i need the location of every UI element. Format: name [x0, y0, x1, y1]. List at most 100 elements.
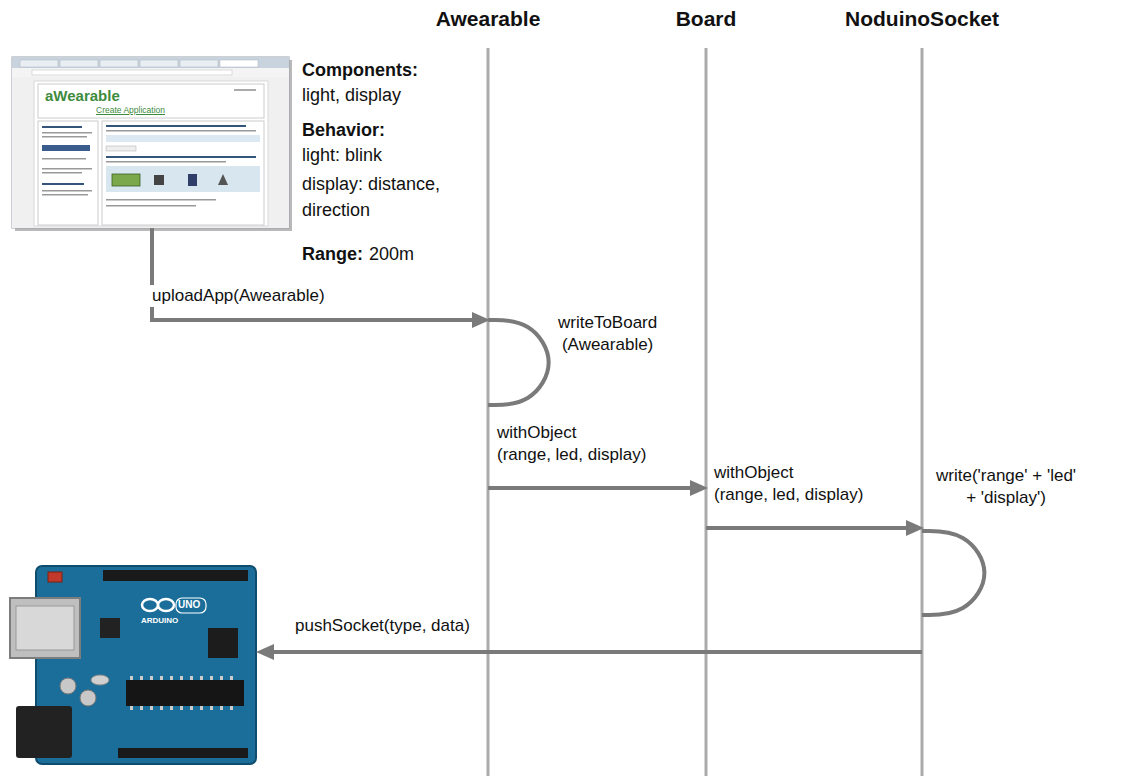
arduino-board-part-part — [220, 676, 223, 680]
arduino-board-part-part — [140, 676, 143, 680]
arduino-board-part — [91, 675, 109, 685]
arduino-board-part-part — [180, 706, 183, 710]
browser-screenshot-part — [140, 60, 178, 67]
arduino-board-part-part — [210, 676, 213, 680]
browser-screenshot-part — [220, 60, 258, 67]
self-message — [488, 320, 549, 405]
browser-screenshot-part — [42, 183, 84, 185]
arduino-logo — [142, 599, 174, 611]
arduino-board-part — [118, 748, 248, 758]
page-title: aWearable — [45, 87, 120, 105]
browser-screenshot-part — [12, 68, 289, 77]
arduino-board-part-part — [200, 676, 203, 680]
board-model: UNO — [178, 599, 200, 611]
arduino-board-part-part — [210, 706, 213, 710]
message-label: writeToBoard (Awearable) — [556, 312, 659, 356]
browser-screenshot-part — [42, 132, 92, 134]
arduino-board-part-part — [230, 706, 233, 710]
browser-screenshot-part — [60, 60, 98, 67]
browser-screenshot-part — [42, 168, 92, 170]
browser-screenshot-part — [180, 60, 218, 67]
arduino-board-part — [80, 690, 96, 706]
browser-screenshot-part — [106, 156, 256, 158]
arduino-board-part — [130, 676, 233, 710]
arduino-board-part — [48, 572, 62, 582]
browser-screenshot-part — [42, 145, 90, 151]
arduino-board-part-part — [230, 676, 233, 680]
arduino-board-part-part — [150, 706, 153, 710]
browser-screenshot-part — [42, 126, 82, 128]
browser-screenshot-part — [106, 205, 196, 207]
spec-value: display: distance, direction — [302, 171, 440, 223]
arduino-logo-part — [142, 599, 158, 611]
arduino-board-part-part — [200, 706, 203, 710]
self-message — [922, 531, 984, 615]
arduino-board-part-part — [130, 676, 133, 680]
arduino-board-part — [126, 680, 244, 706]
arduino-board-part-part — [160, 706, 163, 710]
arduino-board-part-part — [220, 706, 223, 710]
message-arrow — [488, 486, 690, 490]
lifeline-header: Awearable — [436, 6, 541, 31]
lifeline — [921, 48, 924, 776]
browser-screenshot-part — [42, 190, 92, 192]
arduino-board-part-part — [140, 706, 143, 710]
message-label: write('range' + 'led' + 'display') — [934, 465, 1078, 509]
arduino-logo-part — [158, 599, 174, 611]
browser-screenshot-part — [42, 158, 86, 160]
arduino-board-part-part — [160, 676, 163, 680]
message-label: pushSocket(type, data) — [293, 615, 472, 637]
arduino-board-part-part — [190, 706, 193, 710]
arduino-board-part — [176, 598, 206, 613]
lifeline — [487, 48, 490, 776]
arduino-board: UNOARDUINO — [8, 558, 258, 770]
lifeline-header: Board — [676, 6, 737, 31]
lifeline-header: NoduinoSocket — [845, 6, 999, 31]
browser-screenshot-part — [234, 89, 256, 91]
browser-screenshot-part — [188, 174, 197, 186]
browser-screenshot-part — [42, 172, 82, 174]
browser-screenshot: aWearableCreate Application — [12, 57, 289, 228]
browser-screenshot — [12, 57, 292, 231]
spec-heading: Components: — [302, 60, 418, 82]
arduino-board-part — [208, 628, 238, 658]
browser-screenshot-part — [20, 60, 58, 67]
arduino-board-part-part — [180, 676, 183, 680]
browser-screenshot-part — [106, 199, 216, 201]
arduino-board-part — [103, 570, 248, 581]
arduino-board-part-part — [170, 676, 173, 680]
arduino-board-part — [16, 706, 72, 758]
browser-screenshot-part — [106, 130, 256, 132]
arduino-board-part-part — [170, 706, 173, 710]
page-link: Create Application — [96, 105, 165, 115]
browser-screenshot-part — [106, 166, 260, 192]
arduino-board-part — [60, 678, 76, 694]
message-label: withObject (range, led, display) — [712, 462, 865, 506]
browser-screenshot-part — [12, 77, 289, 228]
browser-screenshot-part — [154, 175, 164, 185]
spec-heading: Behavior: — [302, 120, 385, 142]
browser-screenshot-part — [42, 136, 87, 138]
spec-value: light: blink — [302, 145, 382, 167]
arduino-board — [10, 566, 256, 764]
browser-screenshot-part — [32, 70, 232, 75]
browser-screenshot-part — [102, 121, 264, 225]
lifeline — [705, 48, 708, 776]
browser-screenshot-part — [112, 174, 140, 186]
browser-screenshot-part — [38, 84, 264, 118]
browser-screenshot-part — [106, 135, 260, 142]
browser-screenshot-part — [34, 81, 268, 226]
browser-screenshot-part — [12, 57, 289, 228]
arduino-board-part-part — [190, 676, 193, 680]
browser-screenshot-part — [38, 121, 98, 225]
browser-screenshot-part — [100, 60, 138, 67]
browser-screenshot-part — [106, 125, 246, 127]
lifelines — [488, 48, 922, 776]
message-arrow — [274, 650, 922, 654]
message-label: withObject (range, led, display) — [495, 422, 648, 466]
browser-screenshot-part — [106, 146, 136, 151]
browser-screenshot-part — [12, 57, 289, 68]
message-label: uploadApp(Awearable) — [150, 285, 327, 307]
